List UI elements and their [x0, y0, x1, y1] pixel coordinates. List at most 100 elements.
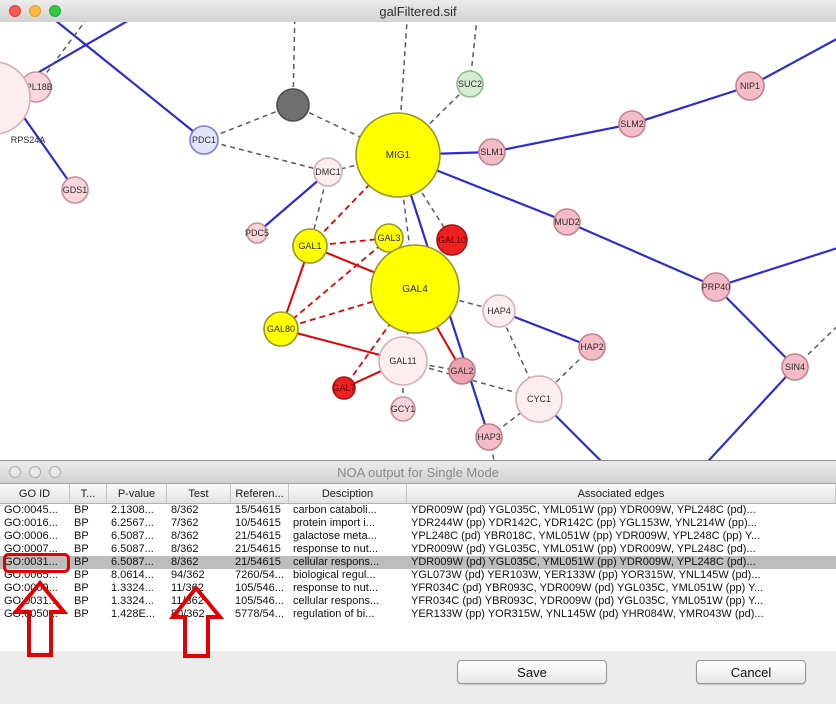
graph-node-MUD2[interactable]: MUD2 [553, 208, 581, 236]
cell-associated_edges: YDR009W (pd) YGL035C, YML051W (pp) YDR00… [411, 556, 756, 568]
column-header-associated_edges[interactable]: Associated edges [407, 484, 836, 503]
graph-node-GAL10[interactable]: GAL10 [436, 224, 468, 256]
cell-test: 80/362 [171, 608, 205, 620]
save-button[interactable]: Save [457, 660, 607, 684]
graph-node-PDC1[interactable]: PDC1 [189, 125, 219, 155]
graph-edge-GAL80-GAL4[interactable] [280, 288, 416, 330]
graph-node-SUC2[interactable]: SUC2 [456, 70, 484, 98]
graph-window-titlebar[interactable]: galFiltered.sif [0, 0, 836, 23]
minimize-button[interactable] [29, 5, 41, 17]
cell-p_value: 6.5087... [111, 530, 154, 542]
column-header-type[interactable]: T... [70, 484, 107, 503]
graph-node-HAP3[interactable]: HAP3 [475, 423, 503, 451]
cell-p_value: 6.2567... [111, 517, 154, 529]
cell-test: 8/362 [171, 530, 199, 542]
graph-node-HAP4[interactable]: HAP4 [482, 294, 516, 328]
graph-node-GAL2[interactable]: GAL2 [448, 357, 476, 385]
close-button[interactable] [9, 5, 21, 17]
graph-edge-MIG1-GAL10[interactable] [397, 154, 453, 241]
graph-edge-GAL3-GAL80[interactable] [280, 237, 390, 330]
graph-node-NIP1[interactable]: NIP1 [735, 71, 765, 101]
cell-test: 94/362 [171, 569, 205, 581]
graph-edge-SLM2-NIP1[interactable] [631, 84, 751, 126]
cell-type: BP [74, 582, 89, 594]
graph-node-GAL4[interactable]: GAL4 [370, 244, 460, 334]
cell-description: response to nut... [293, 543, 378, 555]
graph-edge-PDC1-GRAYN[interactable] [203, 104, 294, 141]
graph-edge-MIG1-hTop5[interactable] [397, 22, 408, 156]
graph-node-CYC1[interactable]: CYC1 [515, 375, 563, 423]
graph-edge-GRAYN-hTop4[interactable] [292, 22, 296, 106]
cell-associated_edges: YPL248C (pd) YBR018C, YML051W (pp) YDR00… [411, 530, 761, 542]
column-header-p_value[interactable]: P-value [107, 484, 167, 503]
graph-node-SIN4[interactable]: SIN4 [781, 353, 809, 381]
graph-edge-NIP1-hTR[interactable] [749, 34, 836, 87]
graph-edge-MIG1-SUC2[interactable] [397, 83, 471, 156]
graph-edge-PDC1-DMC1[interactable] [203, 139, 329, 173]
window-controls [9, 466, 61, 478]
graph-node-GCY1[interactable]: GCY1 [390, 396, 416, 422]
cell-associated_edges: YFR034C (pd) YBR093C, YDR009W (pd) YGL03… [411, 582, 764, 594]
graph-edge-GRAYN-MIG1[interactable] [292, 104, 399, 156]
graph-edge-PDC1-hTop2[interactable] [40, 22, 205, 141]
graph-edge-DMC1-PDC5[interactable] [256, 171, 329, 234]
cell-description: regulation of bi... [293, 608, 375, 620]
zoom-button[interactable] [49, 5, 61, 17]
graph-edge-HAP3-hB1[interactable] [488, 436, 497, 460]
cancel-button[interactable]: Cancel [696, 660, 806, 684]
graph-node-GAL80[interactable]: GAL80 [263, 311, 299, 347]
zoom-button[interactable] [49, 466, 61, 478]
cell-p_value: 6.5087... [111, 556, 154, 568]
graph-edge-GDS1-hLeft1[interactable] [0, 52, 76, 191]
graph-node-SLM2[interactable]: SLM2 [618, 110, 646, 138]
graph-node-GAL7[interactable]: GAL7 [332, 376, 356, 400]
graph-node-GRAYN[interactable] [276, 88, 310, 122]
graph-edge-PRP40-hR1[interactable] [715, 244, 836, 289]
column-header-reference[interactable]: Referen... [231, 484, 289, 503]
column-header-test[interactable]: Test [167, 484, 231, 503]
graph-edge-HAP4-CYC1[interactable] [498, 310, 540, 400]
cell-description: response to nut... [293, 582, 378, 594]
close-button[interactable] [9, 466, 21, 478]
graph-node-GDS1[interactable]: GDS1 [61, 176, 89, 204]
graph-edge-SLM1-SLM2[interactable] [491, 122, 633, 154]
network-canvas[interactable]: RPL18BRPS24AGDS1PDC1MIG1SUC2SLM1SLM2NIP1… [0, 22, 836, 460]
graph-node-GAL1[interactable]: GAL1 [292, 228, 328, 264]
graph-node-SLM1[interactable]: SLM1 [478, 138, 506, 166]
cell-p_value: 8.0614... [111, 569, 154, 581]
results-window-titlebar[interactable]: NOA output for Single Mode [0, 461, 836, 484]
cell-type: BP [74, 556, 89, 568]
graph-edge-SIN4-hB2[interactable] [700, 366, 796, 460]
cell-associated_edges: YER133W (pp) YOR315W, YNL145W (pd) YHR08… [411, 608, 764, 620]
column-header-go_id[interactable]: GO ID [0, 484, 70, 503]
graph-node-HAP2[interactable]: HAP2 [578, 333, 606, 361]
graph-edge-MUD2-PRP40[interactable] [566, 220, 717, 289]
results-window-title: NOA output for Single Mode [337, 464, 499, 480]
graph-node-MIG1[interactable]: MIG1 [355, 112, 441, 198]
cell-p_value: 6.5087... [111, 543, 154, 555]
graph-node-DMC1[interactable]: DMC1 [313, 157, 343, 187]
cell-description: protein import i... [293, 517, 375, 529]
cell-description: carbon cataboli... [293, 504, 377, 516]
graph-node-GAL11[interactable]: GAL11 [378, 336, 428, 386]
column-header-description[interactable]: Desciption [289, 484, 407, 503]
minimize-button[interactable] [29, 466, 41, 478]
graph-node-PRP40[interactable]: PRP40 [701, 272, 731, 302]
cell-type: BP [74, 530, 89, 542]
cell-test: 8/362 [171, 543, 199, 555]
graph-edge-RPL18B-hTop3[interactable] [35, 22, 95, 88]
graph-edge-PRP40-SIN4[interactable] [715, 286, 796, 368]
cell-test: 7/362 [171, 517, 199, 529]
